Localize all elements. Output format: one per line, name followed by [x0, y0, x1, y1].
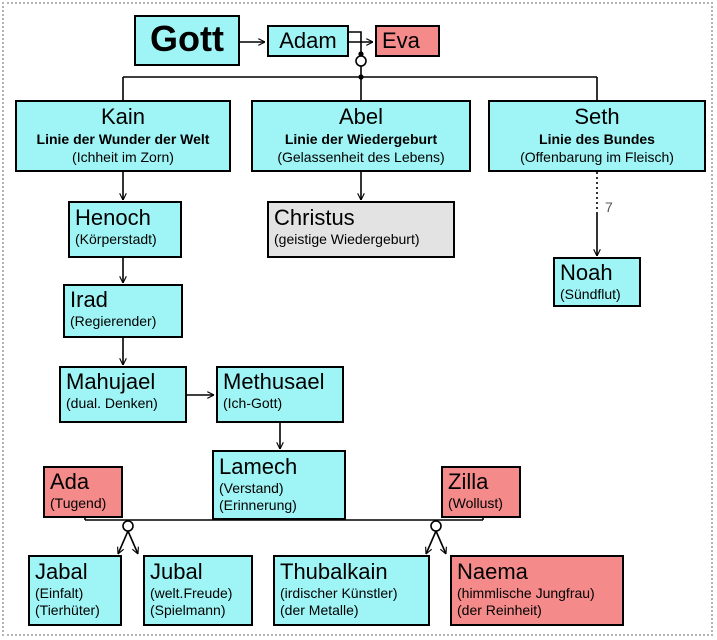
generations-count-label: 7 — [605, 199, 613, 215]
node-title: Methusael — [223, 369, 325, 394]
node-description: (Tierhüter) — [35, 602, 100, 618]
node-title: Jubal — [150, 559, 203, 584]
node-gott: Gott — [134, 15, 240, 66]
node-title: Seth — [574, 104, 620, 129]
node-title: Mahujael — [66, 369, 156, 394]
node-title: Thubalkain — [280, 559, 388, 584]
node-noah: Noah (Sündflut) — [553, 257, 641, 307]
node-description: (Einfalt) — [35, 585, 84, 601]
node-description: (irdischer Künstler) — [280, 585, 398, 601]
node-description: (Verstand) — [219, 480, 284, 496]
node-title: Irad — [70, 287, 108, 312]
marriage-symbol-zilla — [430, 520, 442, 532]
node-title: Jabal — [35, 559, 88, 584]
node-naema: Naema (himmlische Jungfrau) (der Reinhei… — [450, 555, 624, 626]
node-title: Kain — [100, 104, 146, 129]
node-methusael: Methusael (Ich-Gott) — [216, 366, 344, 423]
arrow-zilla-thubalkain — [426, 530, 437, 554]
node-title: Christus — [274, 205, 355, 230]
node-title: Zilla — [448, 469, 489, 494]
node-description: (Wollust) — [448, 495, 503, 511]
node-description: (der Reinheit) — [457, 602, 542, 618]
node-description: (Offenbarung im Fleisch) — [520, 149, 674, 165]
node-ada: Ada (Tugend) — [43, 466, 123, 518]
arrow-ada-jubal — [127, 530, 138, 554]
node-description: (Erinnerung) — [219, 497, 297, 513]
node-description: (Ichheit im Zorn) — [72, 149, 174, 165]
node-kain: Kain Linie der Wunder der Welt (Ichheit … — [15, 100, 231, 172]
node-adam: Adam — [267, 25, 349, 57]
node-lamech: Lamech (Verstand) (Erinnerung) — [212, 450, 346, 520]
node-abel: Abel Linie der Wiedergeburt (Gelassenhei… — [251, 100, 471, 172]
node-description: (dual. Denken) — [66, 395, 158, 411]
node-eva: Eva — [375, 25, 440, 57]
node-description: (der Metalle) — [280, 602, 359, 618]
marriage-symbol-adam-eva — [355, 55, 367, 67]
node-description: (himmlische Jungfrau) — [457, 585, 595, 601]
marriage-symbol-ada — [122, 520, 134, 532]
node-description: (Ich-Gott) — [223, 395, 283, 411]
node-title: Eva — [382, 28, 420, 53]
node-title: Henoch — [75, 205, 151, 230]
node-description: (Regierender) — [70, 313, 157, 329]
node-henoch: Henoch (Körperstadt) — [68, 201, 182, 258]
node-subtitle: Linie der Wunder der Welt — [36, 131, 210, 147]
node-title: Noah — [560, 260, 613, 285]
node-title: Gott — [150, 18, 224, 59]
node-christus: Christus (geistige Wiedergeburt) — [267, 201, 455, 258]
node-thubalkain: Thubalkain (irdischer Künstler) (der Met… — [273, 555, 430, 626]
node-description: (Spielmann) — [150, 602, 226, 618]
node-description: (Körperstadt) — [75, 231, 157, 247]
node-title: Abel — [338, 104, 384, 129]
node-description: (Gelassenheit des Lebens) — [277, 149, 445, 165]
node-title: Adam — [279, 28, 337, 53]
node-title: Naema — [457, 559, 528, 584]
node-jabal: Jabal (Einfalt) (Tierhüter) — [28, 555, 122, 626]
node-title: Lamech — [219, 454, 298, 479]
arrow-ada-jabal — [118, 530, 129, 554]
node-title: Ada — [50, 469, 90, 494]
node-zilla: Zilla (Wollust) — [441, 466, 521, 518]
marriage-line-adam-eva — [349, 31, 362, 54]
node-description: (Sündflut) — [560, 286, 621, 302]
node-description: (welt.Freude) — [150, 585, 233, 601]
node-description: (geistige Wiedergeburt) — [274, 231, 420, 247]
node-seth: Seth Linie des Bundes (Offenbarung im Fl… — [488, 100, 706, 172]
arrow-zilla-naema — [435, 530, 446, 554]
node-irad: Irad (Regierender) — [63, 284, 183, 338]
node-description: (Tugend) — [50, 495, 107, 511]
node-subtitle: Linie der Wiedergeburt — [284, 131, 438, 147]
node-jubal: Jubal (welt.Freude) (Spielmann) — [143, 555, 253, 626]
node-mahujael: Mahujael (dual. Denken) — [59, 366, 187, 423]
node-subtitle: Linie des Bundes — [539, 131, 655, 147]
